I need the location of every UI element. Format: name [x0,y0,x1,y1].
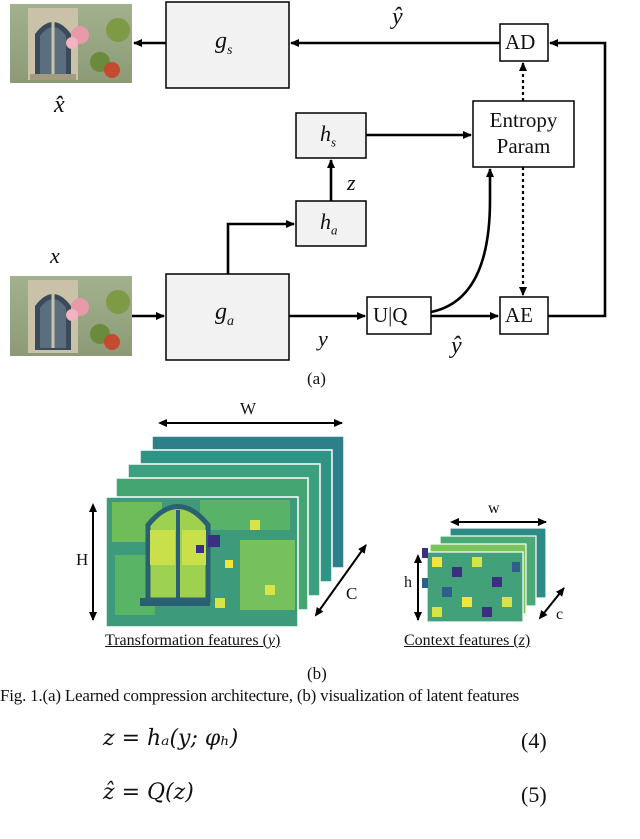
width-label: W [240,399,257,418]
equation-4-body: z = hₐ(y; φₕ) [103,726,239,751]
input-image [10,276,132,356]
uq-block [366,296,432,335]
z-label: z [347,170,356,195]
entropy-param-label: Entropy Param [489,108,558,158]
gs-block [165,1,290,89]
ha-block [295,200,367,247]
hs-label: hs [320,121,337,150]
ad-label: AD [505,30,536,54]
equation-5-number: (5) [521,782,547,807]
context-feature-maps [422,527,547,623]
y-label: y [318,326,328,351]
subfigure-b-label: (b) [307,664,327,683]
ga-label: ga [215,299,234,329]
transformation-features-caption: Transformation features (y) [105,632,281,649]
transformation-feature-maps [105,435,345,628]
entropy-param-block [472,100,575,168]
equation-5-body: ẑ = Q(z) [103,780,194,805]
context-features-caption: Context features (z) [404,632,531,649]
context-height-label: h [404,574,412,591]
ae-label: AE [505,303,533,327]
equation-5: ẑ = Q(z) (5) [0,780,640,820]
equation-4-number: (4) [521,728,547,753]
equation-4: z = hₐ(y; φₕ) (4) [0,726,640,766]
figure-caption: Fig. 1.(a) Learned compression architect… [0,686,520,705]
context-width-label: w [488,500,500,517]
x-hat-label: x̂ [54,92,65,118]
subfigure-a-label: (a) [307,369,326,388]
ha-label: ha [320,209,338,238]
y-hat-top-label: ŷ [392,4,403,30]
x-label: x [50,243,60,268]
hs-block [295,112,367,159]
flow-arrows [132,39,607,320]
height-label: H [76,550,89,569]
reconstructed-image [10,4,132,83]
context-channels-label: c [556,606,564,623]
ae-block [499,296,549,335]
uq-label: U|Q [373,303,408,327]
gs-label: gs [215,28,233,58]
latent-features-diagram [89,419,565,628]
y-hat-bottom-label: ŷ [451,333,462,359]
architecture-diagram [10,1,607,361]
ga-block [165,273,290,361]
channels-label: C [346,584,358,603]
